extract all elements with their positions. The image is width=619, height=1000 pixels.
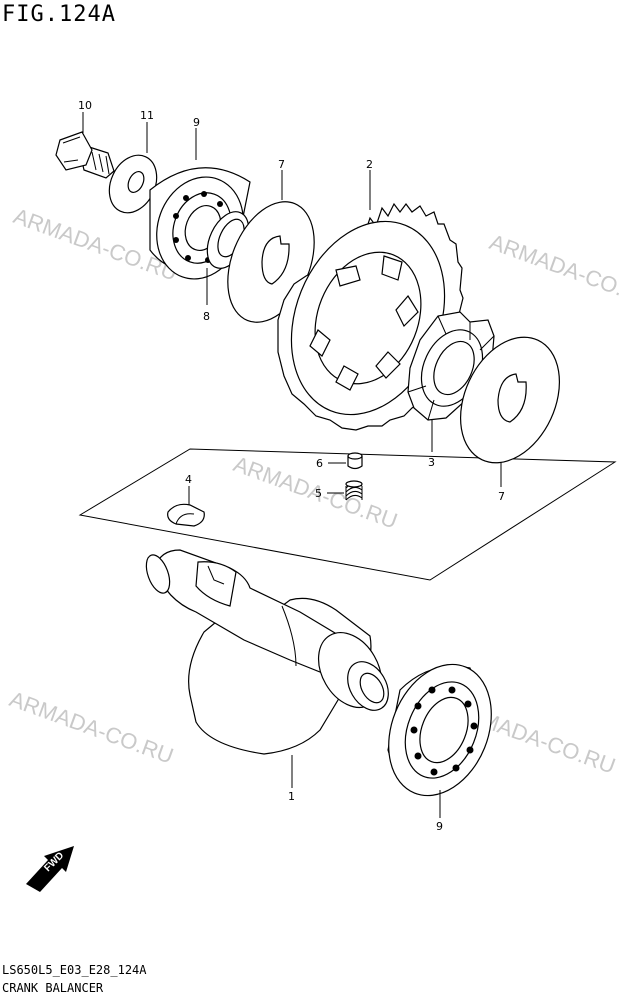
callout-labels: 10 11 9 7 2 8 3 7 6 5 4 1 9 <box>78 99 505 833</box>
balancer-shaft-part-1 <box>145 549 389 755</box>
callout-7: 7 <box>278 158 285 171</box>
watermark-text: ARMADA-CO.RU <box>6 686 177 768</box>
callout-6: 6 <box>316 457 323 470</box>
reference-plane <box>78 448 617 581</box>
callout-7-lower: 7 <box>498 490 505 503</box>
bolt-part-10 <box>55 131 115 179</box>
fwd-arrow-icon: FWD <box>26 846 74 892</box>
damper-part-3 <box>407 311 495 421</box>
watermark-text: ARMADA-CO.RU <box>486 229 619 311</box>
callout-9-lower: 9 <box>436 820 443 833</box>
section-name: CRANK BALANCER <box>2 981 104 995</box>
callout-9: 9 <box>193 116 200 129</box>
model-code: LS650L5_E03_E28_124A <box>2 963 147 977</box>
callout-10: 10 <box>78 99 92 112</box>
callout-11: 11 <box>140 109 154 122</box>
bearing-part-9-lower <box>387 663 492 797</box>
washer-part-11 <box>108 154 158 214</box>
callout-4: 4 <box>185 473 192 486</box>
callout-2: 2 <box>366 158 373 171</box>
key-part-4 <box>167 503 205 527</box>
spring-part-5 <box>345 480 363 501</box>
pin-part-6 <box>347 452 363 470</box>
figure-title: FIG.124A <box>2 2 116 27</box>
washer-part-7-lower <box>459 336 561 464</box>
callout-3: 3 <box>428 456 435 469</box>
callout-8: 8 <box>203 310 210 323</box>
callout-leaders <box>82 112 502 818</box>
callout-5: 5 <box>315 487 322 500</box>
callout-1: 1 <box>288 790 295 803</box>
